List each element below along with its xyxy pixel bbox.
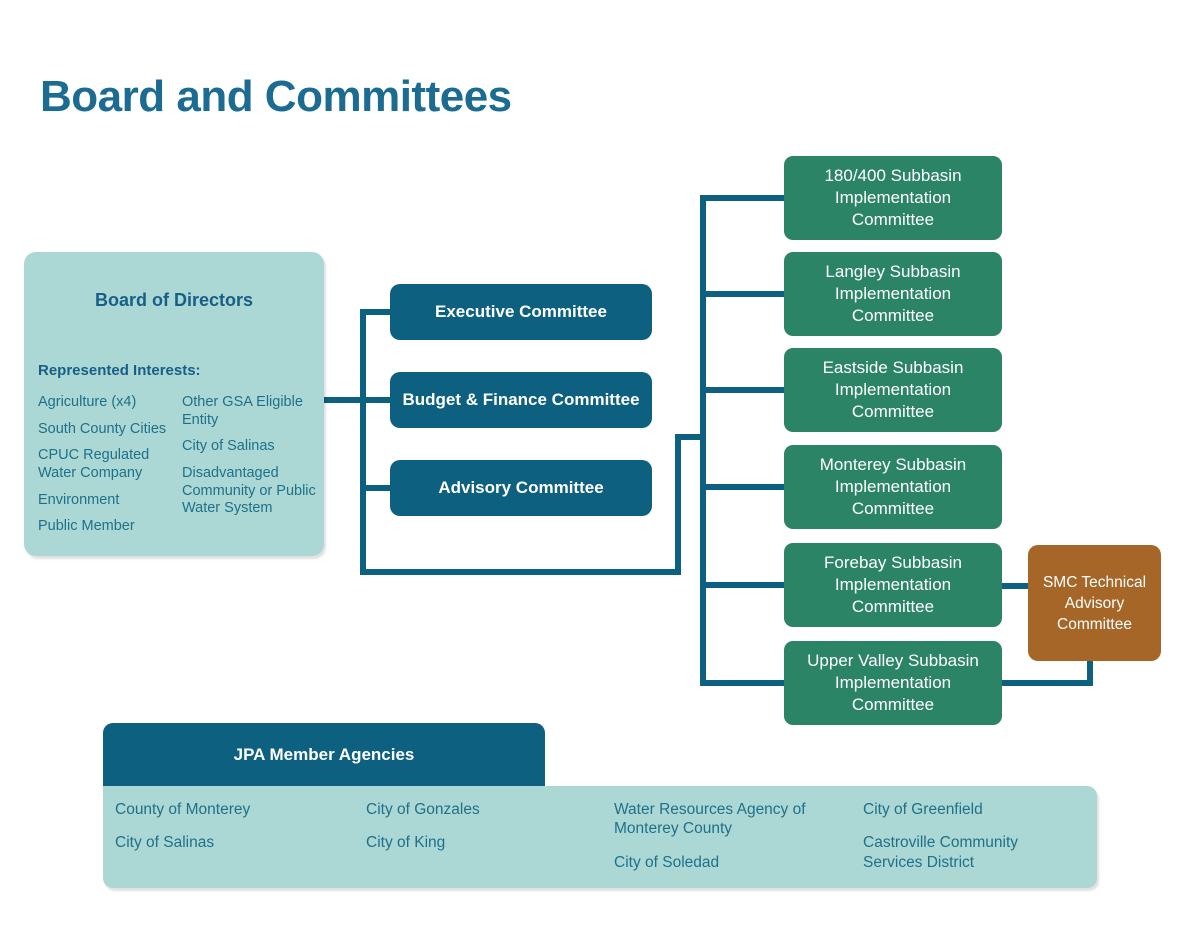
connector-advisory-branch [360, 485, 390, 491]
advisory-committee-box: Advisory Committee [390, 460, 652, 516]
connector-subbasin-branch-1 [700, 195, 784, 201]
connector-subbasin-branch-6 [700, 680, 784, 686]
connector-subbasin-branch-2 [700, 291, 784, 297]
board-interest-item: Disadvantaged Community or Public Water … [182, 465, 316, 517]
budget-finance-committee-label: Budget & Finance Committee [402, 390, 640, 409]
jpa-member-agencies-header: JPA Member Agencies [103, 723, 545, 786]
subbasin-committee-label: 180/400 Subbasin Implementation Committe… [824, 166, 962, 229]
executive-committee-box: Executive Committee [390, 284, 652, 340]
jpa-member-agencies-title: JPA Member Agencies [233, 744, 415, 764]
board-of-directors-box: Board of Directors Represented Interests… [24, 252, 324, 556]
subbasin-committee-box-monterey: Monterey Subbasin Implementation Committ… [784, 445, 1002, 529]
executive-committee-label: Executive Committee [435, 302, 607, 321]
connector-subbasin-branch-3 [700, 387, 784, 393]
jpa-agency-item: City of Soledad [614, 853, 720, 871]
page-title: Board and Committees [40, 72, 512, 121]
connector-budget-branch [360, 397, 390, 403]
advisory-committee-label: Advisory Committee [438, 478, 604, 497]
jpa-column-3: Water Resources Agency of Monterey Count… [614, 800, 826, 872]
connector-riser [675, 434, 681, 575]
jpa-column-2: City of Gonzales City of King [366, 800, 576, 853]
connector-subbasin-branch-4 [700, 484, 784, 490]
represented-interests-label: Represented Interests: [38, 362, 201, 379]
board-interests-right-column: Other GSA Eligible Entity City of Salina… [182, 394, 318, 518]
board-interest-item: Environment [38, 491, 120, 508]
budget-finance-committee-box: Budget & Finance Committee [390, 372, 652, 428]
board-interest-item: Other GSA Eligible Entity [182, 394, 303, 428]
subbasin-committee-label: Langley Subbasin Implementation Committe… [825, 262, 961, 325]
connector-mid-trunk [360, 309, 366, 575]
connector-riser-jog [675, 434, 706, 440]
board-interests-left-column: Agriculture (x4) South County Cities CPU… [38, 394, 176, 536]
jpa-agency-item: County of Monterey [115, 801, 251, 818]
jpa-agency-item: City of Salinas [115, 834, 215, 852]
connector-executive-branch [360, 309, 390, 315]
jpa-agency-item: City of King [366, 834, 446, 852]
jpa-agency-item: Castroville Community Services District [863, 834, 1019, 871]
subbasin-committee-label: Monterey Subbasin Implementation Committ… [819, 455, 967, 518]
smc-technical-advisory-box: SMC Technical Advisory Committee [1028, 545, 1161, 661]
board-interest-item: CPUC Regulated Water Company [38, 447, 150, 482]
smc-technical-advisory-label: SMC Technical Advisory Committee [1042, 573, 1147, 633]
connector-board-feed [324, 397, 366, 403]
subbasin-committee-box-upper-valley: Upper Valley Subbasin Implementation Com… [784, 641, 1002, 725]
subbasin-committee-box-forebay: Forebay Subbasin Implementation Committe… [784, 543, 1002, 627]
board-title: Board of Directors [94, 290, 254, 310]
board-interest-item: Public Member [38, 518, 135, 535]
jpa-member-agencies-panel: County of Monterey City of Salinas City … [103, 786, 1097, 888]
board-interest-item: South County Cities [38, 420, 167, 437]
board-interest-item: Agriculture (x4) [38, 394, 137, 410]
connector-smc-drop [1087, 661, 1093, 686]
jpa-column-1: County of Monterey City of Salinas [115, 800, 330, 853]
subbasin-committee-label: Forebay Subbasin Implementation Committe… [824, 553, 962, 616]
connector-forebay-smc [1002, 583, 1028, 589]
subbasin-committee-box-180-400: 180/400 Subbasin Implementation Committe… [784, 156, 1002, 240]
subbasin-committee-label: Upper Valley Subbasin Implementation Com… [807, 651, 979, 714]
jpa-column-4: City of Greenfield Castroville Community… [863, 800, 1073, 872]
connector-green-trunk [700, 195, 706, 686]
jpa-agency-item: City of Greenfield [863, 801, 983, 818]
connector-subbasin-branch-5 [700, 582, 784, 588]
connector-smc-uppervalley [1002, 680, 1093, 686]
subbasin-committee-box-eastside: Eastside Subbasin Implementation Committ… [784, 348, 1002, 432]
subbasin-committee-box-langley: Langley Subbasin Implementation Committe… [784, 252, 1002, 336]
jpa-agency-item: City of Gonzales [366, 801, 480, 818]
board-interest-item: City of Salinas [182, 438, 275, 455]
jpa-agency-item: Water Resources Agency of Monterey Count… [614, 801, 806, 838]
connector-bottom-run [360, 569, 681, 575]
subbasin-committee-label: Eastside Subbasin Implementation Committ… [822, 358, 964, 421]
